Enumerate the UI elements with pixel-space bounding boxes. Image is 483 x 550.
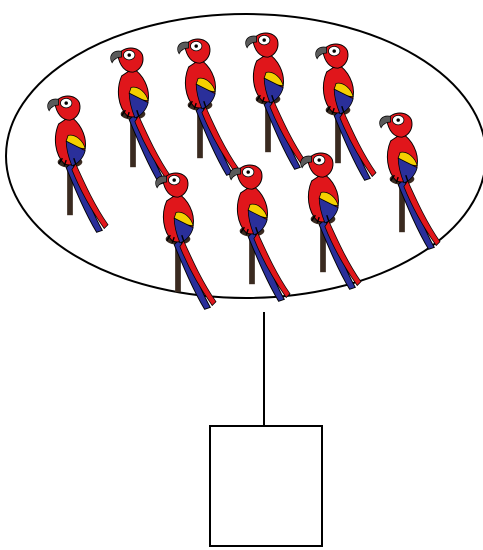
answer-box[interactable] <box>210 426 322 546</box>
